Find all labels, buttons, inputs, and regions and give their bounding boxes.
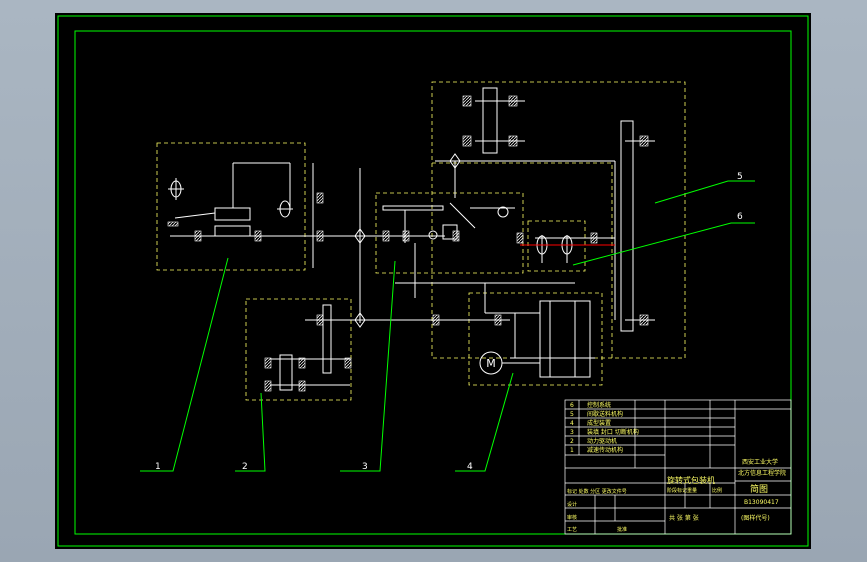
boundary-module-4	[468, 292, 603, 386]
drawing-type: 简图	[750, 483, 768, 495]
part-name: 间歇送料机构	[587, 410, 623, 418]
row-number: 5	[570, 411, 574, 418]
module-boundaries	[156, 81, 686, 401]
scale-label: 比例	[712, 487, 722, 494]
sign-label-design: 设计	[567, 501, 577, 508]
part-name: 减速传动机构	[587, 446, 623, 454]
row-number: 4	[570, 420, 574, 427]
mechanism-linework	[168, 87, 655, 391]
row-number: 2	[570, 438, 574, 445]
university-line1: 西安工业大学	[742, 458, 778, 466]
university-line2: 北方信息工程学院	[738, 469, 786, 477]
machine-name: 旋转式包装机	[667, 475, 715, 485]
drawing-code: (图样代号)	[741, 514, 770, 522]
weight-label: 重量	[687, 487, 697, 494]
stage-label: 阶段标记	[667, 487, 687, 494]
motor-symbol: M	[479, 351, 503, 375]
motor-label: M	[486, 357, 496, 370]
part-name: 动力驱动机	[587, 437, 617, 445]
drawing-viewport[interactable]: M 1 2 3 4 5 6	[55, 13, 811, 549]
row-number: 1	[570, 447, 574, 454]
part-name: 成型装置	[587, 419, 611, 427]
boundary-module-2	[245, 298, 352, 401]
part-name: 控制系统	[587, 401, 611, 409]
row-number: 6	[570, 402, 574, 409]
part-name: 装填 封口 切断机构	[587, 428, 639, 436]
callout-5: 5	[737, 172, 743, 182]
title-block	[564, 399, 792, 535]
row-number: 3	[570, 429, 574, 436]
sign-label-marks: 标记 处数 分区 更改文件号	[567, 488, 627, 495]
callout-3: 3	[362, 462, 368, 472]
sign-label-review: 审核	[567, 514, 577, 521]
boundary-module-5	[431, 81, 686, 359]
sign-label-process: 工艺	[567, 527, 577, 533]
leader-lines	[140, 180, 755, 472]
callout-1: 1	[155, 462, 161, 472]
outer-border	[57, 15, 809, 547]
callout-4: 4	[467, 462, 473, 472]
title-block-text: 旋转式包装机 西安工业大学 北方信息工程学院 简图 B13090417 标记 处…	[567, 458, 786, 533]
drawing-number: B13090417	[744, 499, 779, 506]
inner-border	[74, 30, 792, 535]
sheet-count: 共 张 第 张	[669, 514, 699, 522]
boundary-module-6	[527, 220, 586, 272]
boundary-module-3	[375, 192, 524, 274]
schematic-drawing: M 1 2 3 4 5 6	[57, 15, 809, 547]
callout-2: 2	[242, 462, 248, 472]
parts-list: 6 控制系统 5 间歇送料机构 4 成型装置 3 装填 封口 切断机构 2 动力…	[570, 401, 639, 454]
boundary-module-1	[156, 142, 306, 271]
callout-numbers: 1 2 3 4 5 6	[155, 172, 743, 472]
bearing-blocks	[167, 95, 649, 392]
callout-6: 6	[737, 212, 743, 222]
sign-label-approve: 批准	[617, 526, 627, 533]
